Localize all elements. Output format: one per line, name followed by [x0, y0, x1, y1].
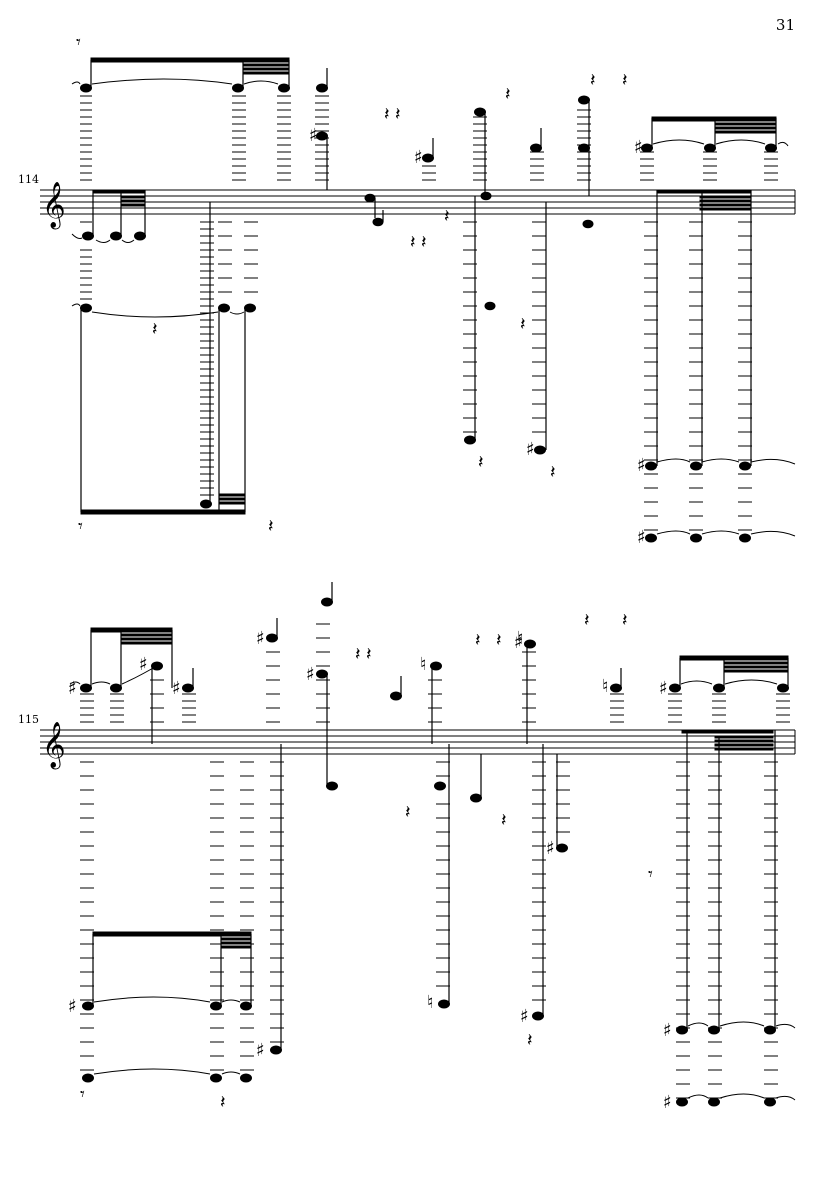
ties-lower-system-2 [93, 996, 796, 1101]
notation-system-2 [69, 582, 796, 1107]
sharp-sign: ♯ [637, 455, 646, 476]
staff-system-2 [40, 729, 796, 755]
quarter-rest: 𝄽 [590, 70, 596, 91]
ledger-stack-upper-system-2 [80, 623, 790, 723]
ties-lower-system-1 [71, 233, 796, 537]
natural-sign: ♮ [517, 628, 523, 649]
sharp-sign: ♯ [520, 1006, 529, 1027]
eighth-rest: 𝄾 [76, 32, 81, 53]
noteheads-lower-system-1 [80, 303, 751, 543]
sharp-sign: ♯ [256, 1040, 265, 1061]
sharp-sign: ♯ [309, 125, 318, 146]
beams-upper-system-2 [90, 627, 789, 751]
natural-sign: ♮ [602, 676, 608, 697]
measure-number-115: 115 [18, 713, 39, 726]
quarter-rest: 𝄽 [501, 810, 507, 831]
quarter-rest: 𝄽 [405, 802, 411, 823]
quarter-rest: 𝄽 [366, 644, 372, 665]
sharp-sign: ♯ [663, 1092, 672, 1113]
quarter-rest: 𝄽 [520, 314, 526, 335]
sharp-sign: ♯ [514, 632, 523, 653]
stems-lower-system-2 [92, 730, 776, 1050]
beams-staff-system-1 [92, 189, 752, 211]
quarter-rest: 𝄽 [410, 232, 416, 253]
ties-system-1 [71, 78, 789, 147]
natural-sign: ♮ [427, 992, 433, 1013]
quarter-rest: 𝄽 [527, 1030, 533, 1051]
eighth-rest: 𝄾 [78, 516, 83, 537]
quarter-rest: 𝄽 [152, 319, 158, 340]
noteheads-upper-system-1 [80, 83, 777, 163]
eighth-rest: 𝄾 [648, 864, 653, 885]
sharp-sign: ♯ [414, 147, 423, 168]
sharp-sign: ♯ [546, 838, 555, 859]
sharp-sign: ♯ [659, 678, 668, 699]
natural-sign: ♮ [420, 654, 426, 675]
quarter-rest: 𝄽 [475, 630, 481, 651]
page-number: 31 [775, 16, 795, 34]
ledger-stack [80, 95, 778, 181]
quarter-rest: 𝄽 [505, 84, 511, 105]
quarter-rest: 𝄽 [268, 516, 274, 537]
quarter-rest: 𝄽 [550, 462, 556, 483]
sharp-sign: ♯ [172, 678, 181, 699]
sharp-sign: ♯ [306, 664, 315, 685]
noteheads-staff-system-2 [326, 781, 568, 853]
quarter-rest: 𝄽 [355, 644, 361, 665]
quarter-rest: 𝄽 [384, 104, 390, 125]
sharp-sign: ♯ [68, 678, 77, 699]
stems-lower-system-1 [80, 190, 752, 512]
sharp-sign: ♯ [526, 439, 535, 460]
noteheads-staff-system-1 [82, 191, 594, 311]
quarter-rest: 𝄽 [622, 70, 628, 91]
notation-system-1 [71, 57, 796, 543]
eighth-rest: 𝄾 [80, 1084, 85, 1105]
noteheads-upper-system-2 [80, 597, 789, 701]
ledger-stack-lower-system-1 [80, 221, 752, 531]
beams-lower-system-2 [92, 931, 252, 949]
ledger-stack-lower-system-2 [80, 761, 778, 1099]
treble-clef-system-1: 𝄞 [42, 182, 66, 230]
noteheads-lower-system-2 [82, 999, 776, 1107]
glyphs-system-1: ♯ ♯ ♯ ♯ ♯ ♯ 𝄽 𝄽 𝄽 𝄽 𝄽 𝄽 𝄽 𝄽 𝄽 𝄽 𝄽 𝄽 𝄽 𝄾 … [76, 32, 646, 548]
sharp-sign: ♯ [637, 527, 646, 548]
staff-system-1 [40, 189, 796, 215]
quarter-rest: 𝄽 [496, 630, 502, 651]
sharp-sign: ♯ [663, 1020, 672, 1041]
sharp-sign: ♯ [256, 628, 265, 649]
sharp-sign: ♯ [634, 137, 643, 158]
quarter-rest: 𝄽 [584, 610, 590, 631]
glyphs-system-2: ♯ ♯ ♯ ♯ ♯ ♯ ♯ ♯ ♯ ♯ ♯ ♯ ♯ ♮ ♮ ♮ ♮ 𝄽 𝄽 𝄽 … [68, 610, 672, 1113]
beams-upper-system-1 [90, 57, 777, 134]
ties-upper-system-2 [69, 663, 778, 685]
sharp-sign: ♯ [139, 654, 148, 675]
beams-lower-system-1 [80, 493, 246, 515]
sharp-sign: ♯ [68, 996, 77, 1017]
quarter-rest: 𝄽 [421, 232, 427, 253]
quarter-rest: 𝄽 [220, 1092, 226, 1113]
quarter-rest: 𝄽 [478, 452, 484, 473]
measure-number-114: 114 [18, 173, 39, 186]
quarter-rest: 𝄽 [444, 206, 450, 227]
quarter-rest: 𝄽 [622, 610, 628, 631]
quarter-rest: 𝄽 [395, 104, 401, 125]
treble-clef-system-2: 𝄞 [42, 722, 66, 770]
